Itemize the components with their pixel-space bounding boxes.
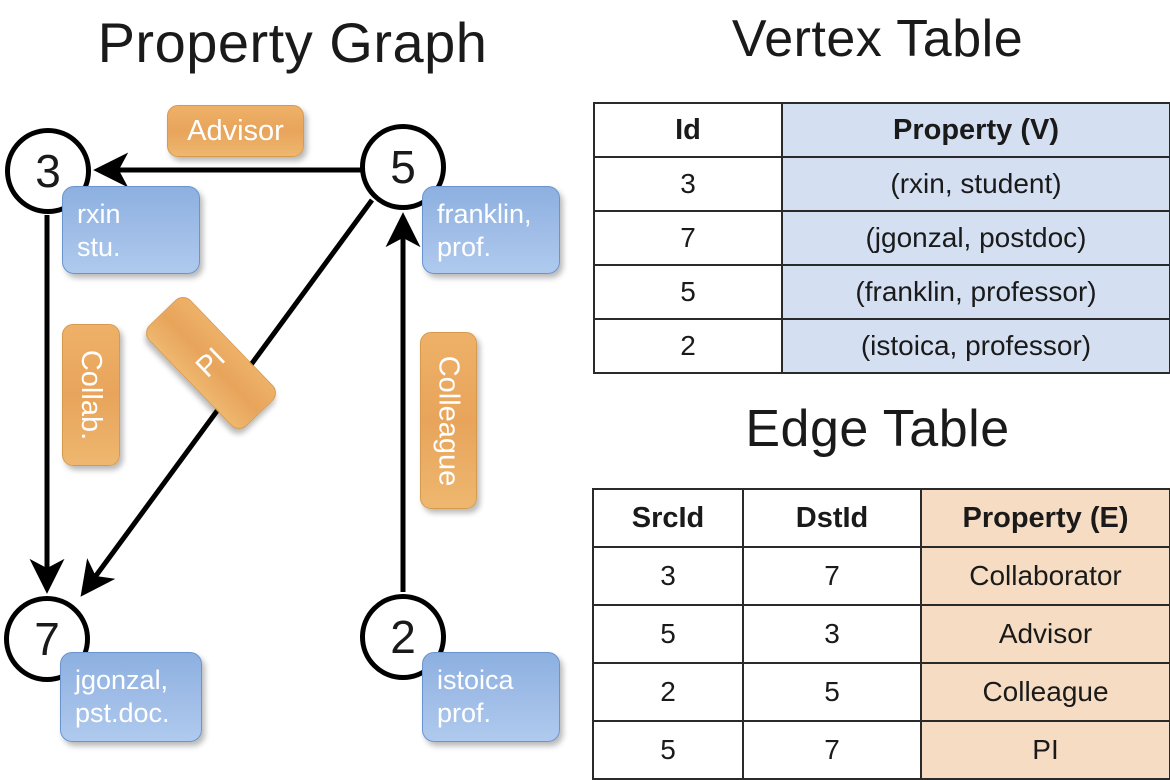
edge-property-cell: Advisor bbox=[920, 604, 1170, 664]
graph-node-id-label: 7 bbox=[34, 613, 60, 665]
graph-node-5[interactable]: 5 bbox=[360, 124, 446, 210]
property-graph-panel: Property Graph 3 5 7 2 rxin stu. frankli… bbox=[0, 0, 585, 760]
vertex-id-cell: 5 bbox=[593, 264, 783, 320]
edge-label-text: Advisor bbox=[187, 115, 284, 147]
edge-label-colleague: Colleague bbox=[420, 332, 477, 509]
node-property-line: pst.doc. bbox=[75, 698, 170, 728]
edge-property-cell: Colleague bbox=[920, 662, 1170, 722]
edge-table-header-row: SrcId DstId Property (E) bbox=[592, 488, 1170, 548]
vertex-table: Id Property (V) 3 (rxin, student) 7 (jgo… bbox=[593, 102, 1170, 374]
edge-dstid-cell: 7 bbox=[742, 546, 922, 606]
vertex-id-cell: 7 bbox=[593, 210, 783, 266]
page-title-vertex-table: Vertex Table bbox=[731, 10, 1024, 68]
vertex-property-cell: (istoica, professor) bbox=[781, 318, 1170, 374]
vertex-property-cell: (rxin, student) bbox=[781, 156, 1170, 212]
edge-label-text: Colleague bbox=[432, 355, 465, 486]
edge-table-header-srcid: SrcId bbox=[592, 488, 744, 548]
edge-srcid-cell: 5 bbox=[592, 720, 744, 780]
edge-label-collab: Collab. bbox=[62, 324, 120, 466]
vertex-id-cell: 2 bbox=[593, 318, 783, 374]
edge-label-advisor: Advisor bbox=[167, 105, 304, 157]
node-property-line: stu. bbox=[77, 232, 121, 262]
page-title-edge-table: Edge Table bbox=[745, 400, 1010, 458]
table-row[interactable]: 2 (istoica, professor) bbox=[593, 318, 1170, 374]
table-row[interactable]: 2 5 Colleague bbox=[592, 662, 1170, 722]
page-title-property-graph: Property Graph bbox=[97, 11, 488, 74]
graph-node-id-label: 5 bbox=[390, 141, 416, 193]
table-row[interactable]: 7 (jgonzal, postdoc) bbox=[593, 210, 1170, 266]
graph-node-id-label: 2 bbox=[390, 611, 416, 663]
vertex-table-header-row: Id Property (V) bbox=[593, 102, 1170, 158]
edge-table-header-dstid: DstId bbox=[742, 488, 922, 548]
vertex-table-header-id: Id bbox=[593, 102, 783, 158]
edge-property-cell: Collaborator bbox=[920, 546, 1170, 606]
edge-property-cell: PI bbox=[920, 720, 1170, 780]
node-property-box-5: franklin, prof. bbox=[422, 186, 560, 274]
table-row[interactable]: 3 (rxin, student) bbox=[593, 156, 1170, 212]
table-row[interactable]: 3 7 Collaborator bbox=[592, 546, 1170, 606]
edge-srcid-cell: 5 bbox=[592, 604, 744, 664]
node-property-line: istoica bbox=[437, 665, 514, 695]
table-row[interactable]: 5 3 Advisor bbox=[592, 604, 1170, 664]
edge-srcid-cell: 3 bbox=[592, 546, 744, 606]
vertex-property-cell: (franklin, professor) bbox=[781, 264, 1170, 320]
node-property-box-3: rxin stu. bbox=[62, 186, 200, 274]
node-property-line: prof. bbox=[437, 698, 492, 728]
graph-node-id-label: 3 bbox=[35, 145, 61, 197]
node-property-box-7: jgonzal, pst.doc. bbox=[60, 652, 202, 742]
edge-label-text: PI bbox=[190, 341, 232, 385]
vertex-property-cell: (jgonzal, postdoc) bbox=[781, 210, 1170, 266]
edge-label-text: Collab. bbox=[75, 349, 107, 441]
node-property-line: franklin, bbox=[437, 199, 532, 229]
table-row[interactable]: 5 7 PI bbox=[592, 720, 1170, 780]
edge-dstid-cell: 7 bbox=[742, 720, 922, 780]
node-property-box-2: istoica prof. bbox=[422, 652, 560, 742]
node-property-line: jgonzal, bbox=[75, 665, 169, 695]
graph-node-2[interactable]: 2 bbox=[360, 594, 446, 680]
edge-srcid-cell: 2 bbox=[592, 662, 744, 722]
edge-table: SrcId DstId Property (E) 3 7 Collaborato… bbox=[592, 488, 1170, 780]
vertex-table-header-property: Property (V) bbox=[781, 102, 1170, 158]
node-property-line: rxin bbox=[77, 199, 121, 229]
table-row[interactable]: 5 (franklin, professor) bbox=[593, 264, 1170, 320]
edge-dstid-cell: 3 bbox=[742, 604, 922, 664]
edge-dstid-cell: 5 bbox=[742, 662, 922, 722]
edge-table-header-property: Property (E) bbox=[920, 488, 1170, 548]
vertex-id-cell: 3 bbox=[593, 156, 783, 212]
node-property-line: prof. bbox=[437, 232, 492, 262]
